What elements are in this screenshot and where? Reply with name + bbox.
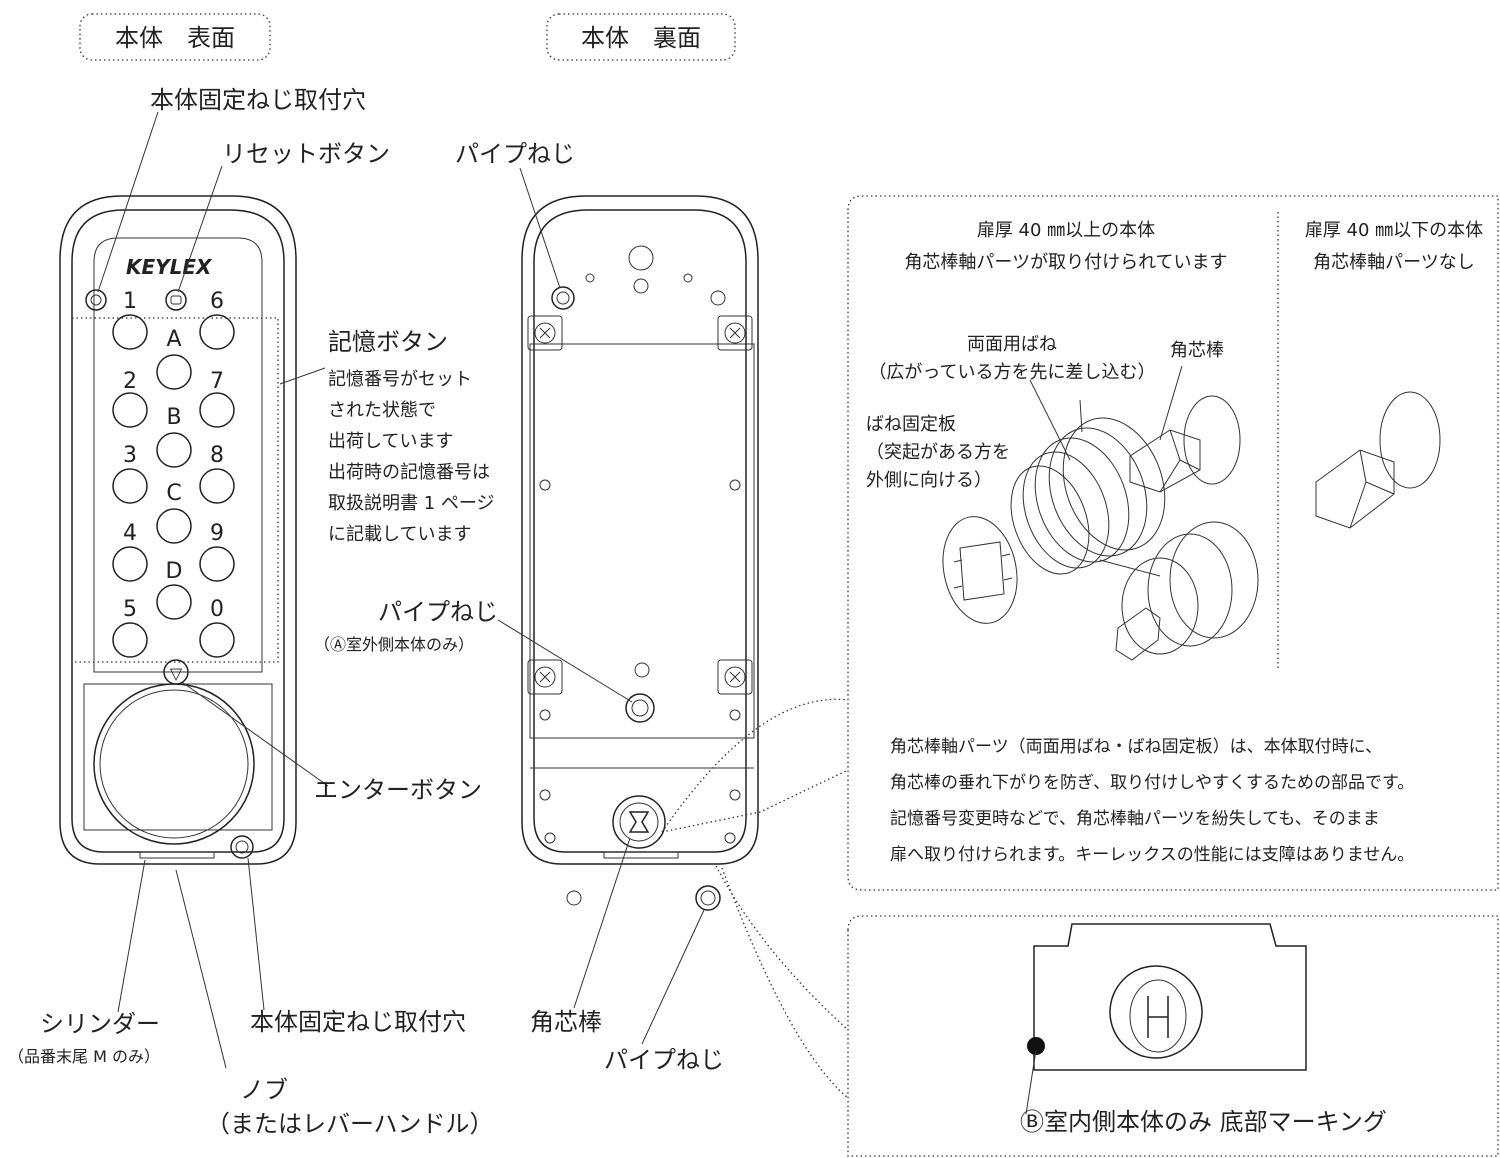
- label-pipe-screw-mid-note: （Ⓐ室外側本体のみ）: [314, 635, 474, 654]
- shaft-assembly: [1129, 395, 1241, 493]
- bottom-marking-panel: Ⓑ室内側本体のみ 底部マーキング: [847, 915, 1499, 1157]
- keypad-buttons[interactable]: [112, 314, 235, 658]
- label-pipe-screw-top: パイプねじ: [455, 140, 575, 168]
- detail-panel: 扉厚 40 ㎜以上の本体 角芯棒軸パーツが取り付けられています 扉厚 40 ㎜以…: [847, 195, 1499, 891]
- memory-button-area: [71, 317, 279, 663]
- back-header-text: 本体 裏面: [581, 24, 701, 52]
- key-button: [156, 508, 192, 544]
- label-mount-hole-top: 本体固定ねじ取付穴: [150, 86, 366, 114]
- label-mount-hole-bottom: 本体固定ねじ取付穴: [250, 1008, 466, 1036]
- reset-button[interactable]: [165, 289, 187, 311]
- key-button: [112, 314, 148, 350]
- label-pipe-screw-mid: パイプねじ: [378, 598, 498, 626]
- front-header: 本体 表面: [79, 13, 271, 61]
- mount-hole-bottom: [230, 835, 254, 859]
- key-button: [112, 392, 148, 428]
- key-labels: 1 6 A 2 7 B 3 8 C 4 9 D 5 0: [123, 289, 224, 622]
- front-leader-lines: [97, 111, 329, 1069]
- detail-col2-title-1: 扉厚 40 ㎜以下の本体: [1305, 220, 1483, 241]
- detail-spring-label-2: （広がっている方を先に差し込む）: [868, 362, 1155, 383]
- label-knob: ノブ: [240, 1076, 288, 1104]
- spring-coil: [1010, 399, 1166, 577]
- pipe-screw-bottom: [695, 885, 721, 911]
- label-memory-button: 記憶ボタン: [328, 328, 448, 356]
- svg-text:角芯棒の垂れ下がりを防ぎ、取り付けしやすくするための部品です: 角芯棒の垂れ下がりを防ぎ、取り付けしやすくするための部品です。: [890, 773, 1414, 793]
- back-leader-lines: [497, 167, 705, 1045]
- key-label-7: 7: [210, 369, 224, 394]
- knob[interactable]: [93, 683, 255, 845]
- detail-plate-label-3: 外側に向ける）: [866, 470, 992, 491]
- pipe-screw-mid: [625, 693, 655, 723]
- key-label-8: 8: [210, 443, 224, 468]
- svg-text:された状態で: された状態で: [328, 400, 436, 421]
- front-header-text: 本体 表面: [115, 24, 235, 52]
- marking-cylinder-outer: [1109, 965, 1203, 1059]
- key-label-0: 0: [210, 597, 224, 622]
- label-cylinder-note: （品番末尾 M のみ）: [8, 1047, 160, 1066]
- label-enter-button: エンターボタン: [314, 776, 482, 804]
- key-button: [156, 354, 192, 390]
- svg-text:扉へ取り付けられます。キーレックスの性能には支障はありません: 扉へ取り付けられます。キーレックスの性能には支障はありません。: [890, 845, 1414, 865]
- key-button: [199, 546, 235, 582]
- key-button: [199, 622, 235, 658]
- label-pipe-screw-bottom: パイプねじ: [604, 1046, 724, 1074]
- svg-text:記憶番号変更時などで、角芯棒軸パーツを紛失しても、そのまま: 記憶番号変更時などで、角芯棒軸パーツを紛失しても、そのまま: [890, 809, 1380, 829]
- svg-text:に記載しています: に記載しています: [328, 524, 471, 545]
- key-button: [112, 468, 148, 504]
- key-label-d: D: [166, 559, 183, 584]
- key-button: [112, 622, 148, 658]
- detail-plate-label-2: （突起がある方を: [866, 442, 1010, 463]
- front-body: KEYLEX: [59, 195, 297, 865]
- keylex-logo: KEYLEX: [126, 255, 213, 279]
- key-button: [156, 584, 192, 620]
- back-body: [521, 195, 759, 906]
- key-label-a: A: [166, 327, 181, 352]
- svg-text:取扱説明書 1 ページ: 取扱説明書 1 ページ: [328, 493, 495, 514]
- assembled-shaft: [1115, 521, 1259, 661]
- key-label-9: 9: [210, 521, 224, 546]
- label-square-shaft: 角芯棒: [530, 1008, 602, 1036]
- key-label-4: 4: [123, 521, 137, 546]
- key-button: [199, 314, 235, 350]
- detail-col1-title-2: 角芯棒軸パーツが取り付けられています: [904, 252, 1227, 273]
- label-knob-note: （またはレバーハンドル）: [206, 1110, 494, 1138]
- detail-col2-title-2: 角芯棒軸パーツなし: [1313, 252, 1475, 273]
- key-button: [156, 432, 192, 468]
- back-header: 本体 裏面: [546, 13, 736, 61]
- square-shaft: [612, 795, 666, 849]
- key-button: [112, 546, 148, 582]
- key-label-c: C: [166, 481, 181, 506]
- detail-plate-label-1: ばね固定板: [866, 414, 956, 435]
- key-label-2: 2: [123, 369, 137, 394]
- detail-note: 角芯棒軸パーツ（両面用ばね・ばね固定板）は、本体取付時に、 角芯棒の垂れ下がりを…: [890, 737, 1414, 865]
- mount-hole-top: [85, 289, 107, 311]
- marking-dot: [1027, 1037, 1045, 1055]
- enter-symbol: ▽: [170, 664, 183, 683]
- key-label-1: 1: [123, 289, 137, 314]
- key-label-6: 6: [210, 289, 224, 314]
- detail-col1-title-1: 扉厚 40 ㎜以上の本体: [977, 220, 1155, 241]
- key-label-3: 3: [123, 443, 137, 468]
- pipe-screw-top: [551, 286, 575, 310]
- label-reset-button: リセットボタン: [222, 140, 390, 168]
- svg-text:記憶番号がセット: 記憶番号がセット: [328, 369, 472, 390]
- panel-connectors: [661, 698, 849, 1099]
- spring-plate: [942, 516, 1018, 624]
- key-label-b: B: [166, 405, 181, 430]
- label-cylinder: シリンダー: [40, 1010, 160, 1038]
- key-button: [199, 392, 235, 428]
- bottom-marking-caption: Ⓑ室内側本体のみ 底部マーキング: [1020, 1108, 1387, 1136]
- detail-spring-label-1: 両面用ばね: [967, 334, 1057, 355]
- shaft-no-parts: [1315, 391, 1441, 529]
- detail-shaft-label: 角芯棒: [1170, 340, 1224, 361]
- memory-note: 記憶番号がセット された状態で 出荷しています 出荷時の記憶番号は 取扱説明書 …: [328, 369, 495, 545]
- key-label-5: 5: [123, 597, 137, 622]
- svg-text:角芯棒軸パーツ（両面用ばね・ばね固定板）は、本体取付時に、: 角芯棒軸パーツ（両面用ばね・ばね固定板）は、本体取付時に、: [890, 737, 1382, 757]
- svg-text:出荷しています: 出荷しています: [328, 431, 453, 452]
- key-button: [199, 468, 235, 504]
- svg-text:出荷時の記憶番号は: 出荷時の記憶番号は: [328, 462, 490, 483]
